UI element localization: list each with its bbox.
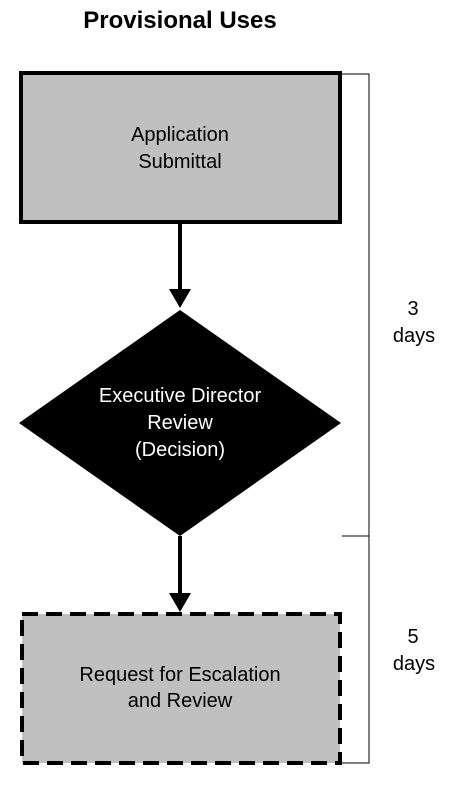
arrowhead-2 xyxy=(169,593,191,612)
decision-label-line3: (Decision) xyxy=(135,439,225,461)
executive-director-review-node: Executive Director Review (Decision) xyxy=(19,310,341,536)
diagram-title: Provisional Uses xyxy=(83,7,276,34)
time-span-1-number: 3 xyxy=(407,298,418,320)
application-submittal-box xyxy=(19,71,342,224)
escalation-request-node: Request for Escalation and Review xyxy=(20,612,342,765)
bracket-2-line xyxy=(342,536,370,764)
escalation-label-line1: Request for Escalation xyxy=(79,664,280,686)
time-span-bracket-1: 3 days xyxy=(342,73,435,537)
arrowhead-1 xyxy=(169,289,191,308)
decision-label-line1: Executive Director xyxy=(99,385,262,407)
application-submittal-node: Application Submittal xyxy=(19,71,342,224)
decision-label-line2: Review xyxy=(147,412,213,434)
connector-arrow-1 xyxy=(169,224,191,308)
bracket-1-line xyxy=(342,73,370,537)
time-span-2-number: 5 xyxy=(407,626,418,648)
escalation-request-box xyxy=(20,612,342,765)
application-submittal-label-line1: Application xyxy=(131,124,229,146)
time-span-1-unit: days xyxy=(393,325,435,347)
time-span-bracket-2: 5 days xyxy=(342,536,435,764)
connector-arrow-2 xyxy=(169,536,191,612)
time-span-2-unit: days xyxy=(393,653,435,675)
decision-diamond xyxy=(19,310,341,536)
application-submittal-label-line2: Submittal xyxy=(138,151,221,173)
escalation-label-line2: and Review xyxy=(128,690,233,712)
